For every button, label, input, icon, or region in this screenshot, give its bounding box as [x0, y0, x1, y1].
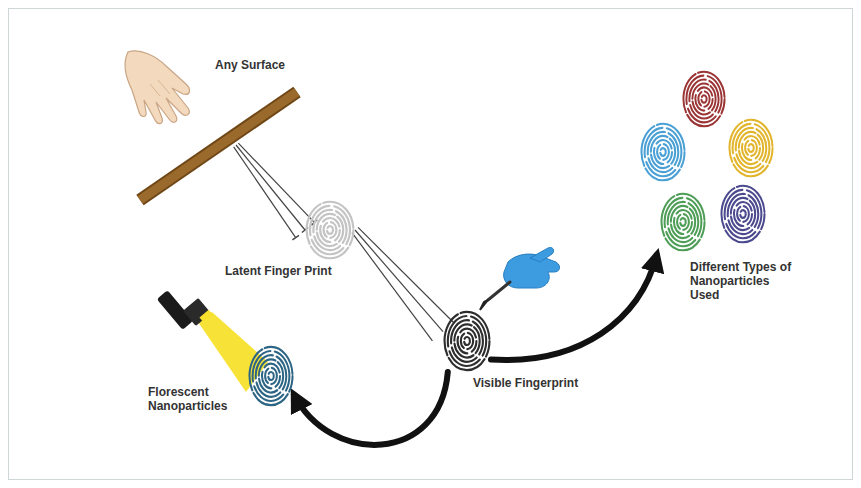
transfer-lines: [352, 227, 454, 340]
fingerprint-icon: [682, 70, 726, 128]
fingerprint-label: Florescent Nanoparticles: [148, 385, 240, 413]
fingerprint-node: Latent Finger Print: [305, 200, 355, 260]
hand-illustration: [125, 51, 190, 124]
gloved-hand-brush: [480, 247, 560, 310]
fingerprint-label: Latent Finger Print: [225, 264, 332, 278]
fingerprint-label: Any Surface: [215, 58, 285, 72]
fingerprint-node: Different Types of Nanoparticles Used: [640, 70, 780, 255]
fingerprint-node: Visible Fingerprint: [443, 310, 491, 372]
fingerprint-icon: [720, 184, 766, 244]
process-arrow: [294, 372, 448, 445]
surface-node: Any Surface: [200, 115, 260, 145]
fingerprint-label: Different Types of Nanoparticles Used: [690, 260, 802, 302]
fingerprint-icon: [305, 200, 355, 260]
surface-plank: [135, 85, 305, 205]
flashlight-illustration: [157, 290, 268, 392]
fingerprint-icon: [728, 118, 774, 178]
process-arrow: [491, 255, 657, 360]
fingerprint-node: Florescent Nanoparticles: [248, 345, 294, 407]
fingerprint-icon: [248, 345, 294, 407]
fingerprint-icon: [443, 310, 491, 372]
fingerprint-icon: [640, 122, 686, 182]
fingerprint-label: Visible Fingerprint: [473, 376, 578, 390]
fingerprint-icon: [660, 192, 706, 252]
transfer-lines: [234, 143, 318, 240]
